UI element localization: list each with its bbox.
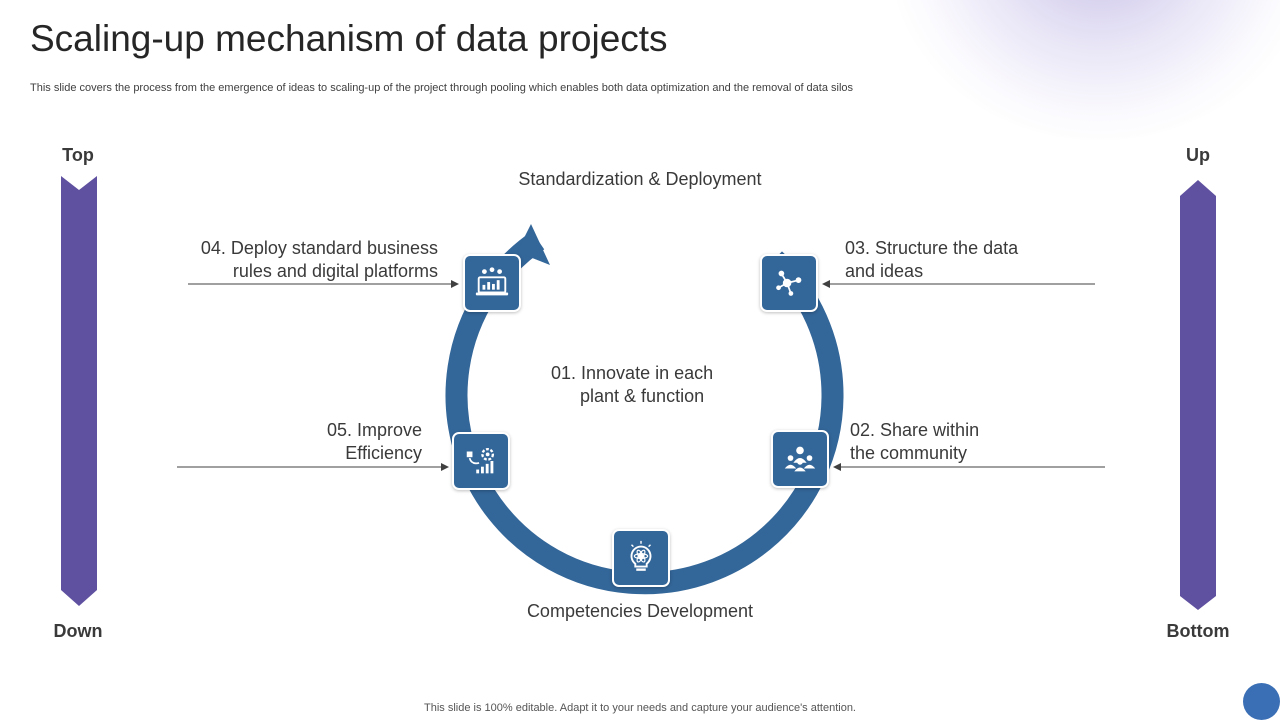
left-vertical-bar [61, 176, 97, 606]
step-03-line2: and ideas [845, 261, 924, 281]
right-bar-bottom-label: Bottom [1166, 621, 1230, 641]
cycle-bottom-label: Competencies Development [526, 601, 754, 621]
step-02-label: 02. Share within the community [850, 419, 979, 465]
left-bar-top-label: Top [62, 145, 94, 165]
step-02-line1: 02. Share within [850, 420, 980, 440]
step-02-line2: the community [850, 443, 968, 463]
step-04-line2: rules and digital platforms [232, 261, 438, 281]
center-step-line2: plant & function [580, 386, 705, 406]
slide-subtitle: This slide covers the process from the e… [30, 82, 854, 94]
cycle-arrowhead [517, 224, 550, 265]
community-icon [784, 446, 816, 472]
platform-icon [475, 267, 509, 296]
step-02-icon-box [771, 430, 829, 488]
step-05-icon-box [452, 432, 510, 490]
lightbulb-icon [630, 540, 652, 571]
step-03-label: 03. Structure the data and ideas [845, 237, 1018, 283]
step-03-line1: 03. Structure the data [845, 238, 1019, 258]
step-05-line1: 05. Improve [326, 420, 422, 440]
center-step-line1: 01. Innovate in each [551, 363, 714, 383]
step-04-icon-box [463, 254, 521, 312]
step-04-line1: 04. Deploy standard business [200, 238, 438, 258]
corner-decoration-dot [1243, 683, 1280, 720]
right-bar-top-label: Up [1186, 145, 1210, 165]
right-vertical-bar [1180, 180, 1216, 610]
step-04-label: 04. Deploy standard business rules and d… [138, 237, 438, 283]
left-bar-bottom-label: Down [53, 621, 103, 641]
slide-title: Scaling-up mechanism of data projects [30, 18, 668, 59]
bottom-step-icon-box [612, 529, 670, 587]
step-03-icon-box [760, 254, 818, 312]
cycle-top-label: Standardization & Deployment [518, 169, 762, 189]
slide-footer: This slide is 100% editable. Adapt it to… [424, 702, 856, 714]
step-05-line2: Efficiency [345, 443, 422, 463]
network-icon [776, 270, 802, 296]
step-05-label: 05. Improve Efficiency [172, 419, 422, 465]
efficiency-icon [466, 447, 495, 474]
